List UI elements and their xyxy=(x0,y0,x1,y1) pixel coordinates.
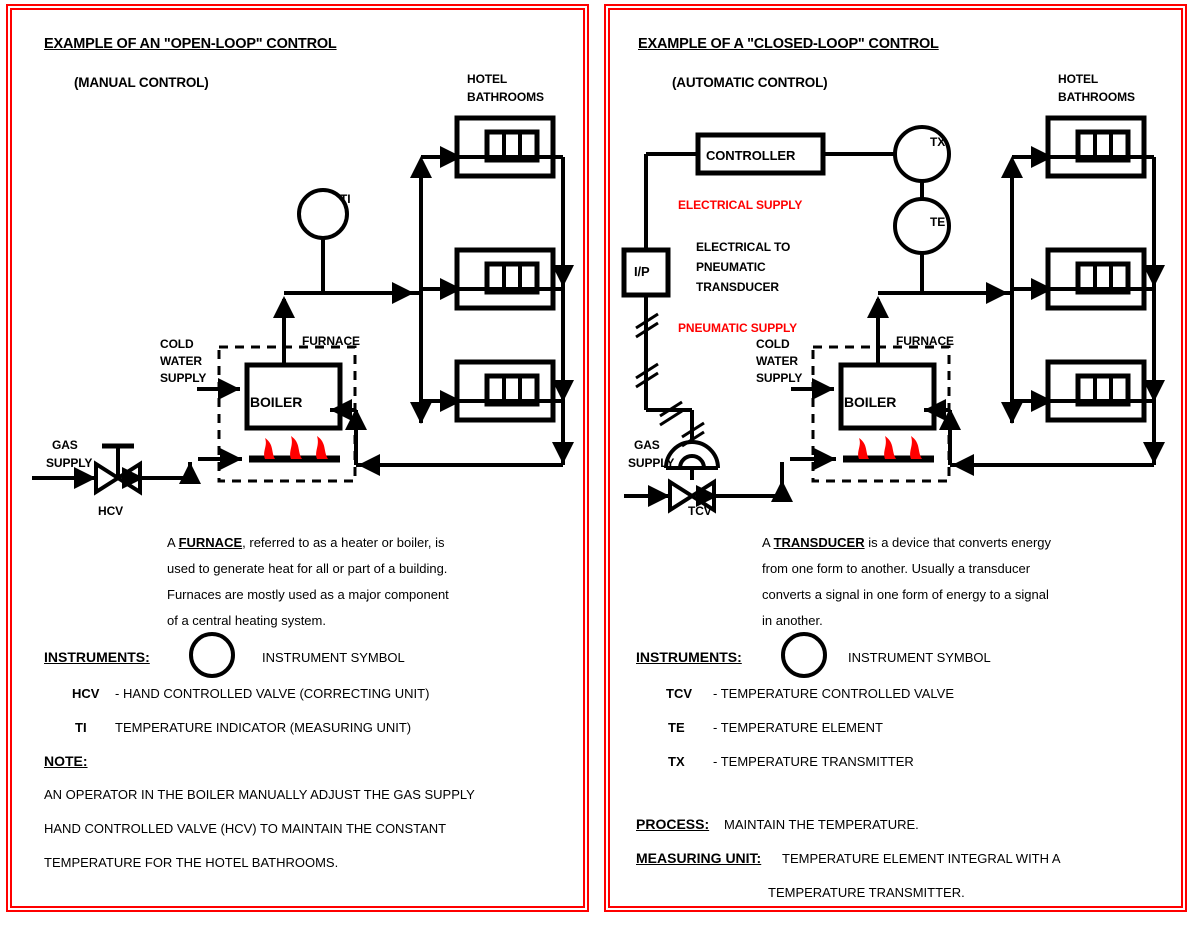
right-supply-label: SUPPLY xyxy=(756,371,803,385)
right-panel-title: EXAMPLE OF A "CLOSED-LOOP" CONTROL xyxy=(638,36,939,52)
right-furnace-label: FURNACE xyxy=(896,334,954,348)
right-boiler-label: BOILER xyxy=(844,394,897,410)
right-desc-term: TRANSDUCER xyxy=(773,535,865,550)
right-gas-label: GAS xyxy=(634,438,660,452)
furnace-description-line-1: A FURNACE, referred to as a heater or bo… xyxy=(167,531,444,554)
closed-loop-schematic xyxy=(610,10,1185,530)
left-instrument-tag-0: HCV xyxy=(72,686,100,701)
ip-transducer-label: I/P xyxy=(634,264,650,279)
transducer-description-line-1: A TRANSDUCER is a device that converts e… xyxy=(762,531,1051,554)
tcv-tag-label: TCV xyxy=(688,504,712,518)
desc-term: FURNACE xyxy=(178,535,243,550)
gas-label: GAS xyxy=(52,438,78,452)
furnace-description-line-4: of a central heating system. xyxy=(167,613,326,628)
burner-flames xyxy=(264,436,328,459)
water-label: WATER xyxy=(160,354,202,368)
closed-loop-panel: EXAMPLE OF A "CLOSED-LOOP" CONTROL (AUTO… xyxy=(604,4,1187,912)
hcv-tag-label: HCV xyxy=(98,504,124,518)
gas-supply-label: SUPPLY xyxy=(46,456,93,470)
left-instruments-heading: INSTRUMENTS: xyxy=(44,649,150,665)
right-gas-supply-label: SUPPLY xyxy=(628,456,675,470)
right-hotel-label: HOTEL xyxy=(1058,72,1099,86)
right-desc-rest: is a device that converts energy xyxy=(864,535,1052,550)
right-water-label: WATER xyxy=(756,354,798,368)
tcv-valve-symbol xyxy=(668,478,716,514)
note-line-1: HAND CONTROLLED VALVE (HCV) TO MAINTAIN … xyxy=(44,821,447,836)
measuring-unit-heading: MEASURING UNIT: xyxy=(636,850,762,866)
open-loop-schematic xyxy=(12,10,587,530)
measuring-unit-line-2: TEMPERATURE TRANSMITTER. xyxy=(768,885,965,900)
te-tag-label: TE xyxy=(930,215,946,229)
note-heading: NOTE: xyxy=(44,753,88,769)
left-hotel-label: HOTEL xyxy=(467,72,508,86)
desc-lead: A xyxy=(167,535,179,550)
transducer-description-line-3: converts a signal in one form of energy … xyxy=(762,587,1049,602)
left-panel-title: EXAMPLE OF AN "OPEN-LOOP" CONTROL xyxy=(44,36,337,52)
supply-label: SUPPLY xyxy=(160,371,207,385)
right-instrument-desc-2: - TEMPERATURE TRANSMITTER xyxy=(713,754,914,769)
right-instrument-symbol-caption: INSTRUMENT SYMBOL xyxy=(848,650,991,665)
process-value: MAINTAIN THE TEMPERATURE. xyxy=(724,817,919,832)
right-cold-label: COLD xyxy=(756,337,790,351)
left-instrument-tag-1: TI xyxy=(75,720,87,735)
right-desc-lead: A xyxy=(762,535,774,550)
left-instrument-desc-0: - HAND CONTROLLED VALVE (CORRECTING UNIT… xyxy=(115,686,430,701)
left-instrument-desc-1: TEMPERATURE INDICATOR (MEASURING UNIT) xyxy=(115,720,412,735)
boiler-label: BOILER xyxy=(250,394,303,410)
right-instruments-heading: INSTRUMENTS: xyxy=(636,649,742,665)
right-instrument-desc-0: - TEMPERATURE CONTROLLED VALVE xyxy=(713,686,955,701)
transducer-description-line-2: from one form to another. Usually a tran… xyxy=(762,561,1031,576)
controller-label: CONTROLLER xyxy=(706,148,796,163)
furnace-label: FURNACE xyxy=(302,334,360,348)
measuring-unit-line-1: TEMPERATURE ELEMENT INTEGRAL WITH A xyxy=(782,851,1061,866)
transducer-label-line-2: PNEUMATIC xyxy=(696,260,766,274)
right-instrument-desc-1: - TEMPERATURE ELEMENT xyxy=(713,720,883,735)
desc-rest: , referred to as a heater or boiler, is xyxy=(242,535,445,550)
furnace-description-line-2: used to generate heat for all or part of… xyxy=(167,561,448,576)
right-burner-flames xyxy=(858,436,922,459)
left-bathrooms-label: BATHROOMS xyxy=(467,90,544,104)
open-loop-panel: EXAMPLE OF AN "OPEN-LOOP" CONTROL (MANUA… xyxy=(6,4,589,912)
right-panel-subtitle: (AUTOMATIC CONTROL) xyxy=(672,75,828,90)
left-panel-subtitle: (MANUAL CONTROL) xyxy=(74,75,209,90)
note-line-2: TEMPERATURE FOR THE HOTEL BATHROOMS. xyxy=(44,855,339,870)
hcv-valve-symbol xyxy=(94,443,142,496)
right-bathrooms-label: BATHROOMS xyxy=(1058,90,1135,104)
right-instrument-tag-2: TX xyxy=(668,754,685,769)
process-heading: PROCESS: xyxy=(636,816,710,832)
transducer-label-line-3: TRANSDUCER xyxy=(696,280,780,294)
ti-tag-label: TI xyxy=(340,192,351,206)
pneumatic-supply-label: PNEUMATIC SUPPLY xyxy=(678,321,798,335)
furnace-description-line-3: Furnaces are mostly used as a major comp… xyxy=(167,587,449,602)
electrical-supply-label: ELECTRICAL SUPPLY xyxy=(678,198,803,212)
transducer-label-line-1: ELECTRICAL TO xyxy=(696,240,791,254)
cold-label: COLD xyxy=(160,337,194,351)
tx-tag-label: TX xyxy=(930,135,946,149)
note-line-0: AN OPERATOR IN THE BOILER MANUALLY ADJUS… xyxy=(44,787,475,802)
right-instrument-tag-1: TE xyxy=(668,720,685,735)
transducer-description-line-4: in another. xyxy=(762,613,823,628)
left-instrument-symbol-caption: INSTRUMENT SYMBOL xyxy=(262,650,405,665)
right-instrument-tag-0: TCV xyxy=(666,686,692,701)
